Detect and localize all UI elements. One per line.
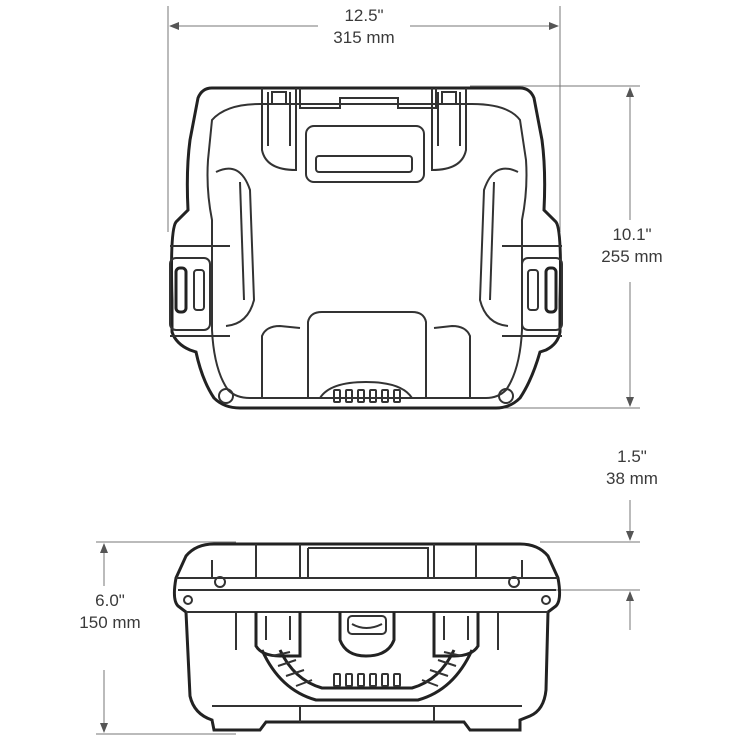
front-latch [338, 612, 396, 658]
right-side-latch [502, 245, 563, 337]
lid-metric: 38 mm [606, 469, 658, 488]
left-side-latch [169, 245, 230, 337]
depth-imperial: 10.1" [612, 225, 652, 244]
height-dimension-label: 6.0" 150 mm [68, 590, 152, 634]
depth-dimension-label: 10.1" 255 mm [590, 224, 674, 268]
height-imperial: 6.0" [95, 591, 125, 610]
width-dimension-label: 12.5" 315 mm [322, 5, 406, 49]
height-dimension-line [96, 541, 236, 735]
lid-dimension-line [540, 500, 640, 630]
depth-metric: 255 mm [601, 247, 663, 266]
width-dimension-line [167, 6, 561, 232]
lid-imperial: 1.5" [617, 447, 647, 466]
front-handle [260, 649, 474, 702]
height-metric: 150 mm [79, 613, 141, 632]
lid-dimension-label: 1.5" 38 mm [590, 446, 674, 490]
width-metric: 315 mm [333, 28, 395, 47]
width-imperial: 12.5" [344, 6, 384, 25]
case-top-view [169, 86, 563, 410]
handle-grip-slots [333, 389, 401, 403]
case-front-view [172, 542, 562, 732]
